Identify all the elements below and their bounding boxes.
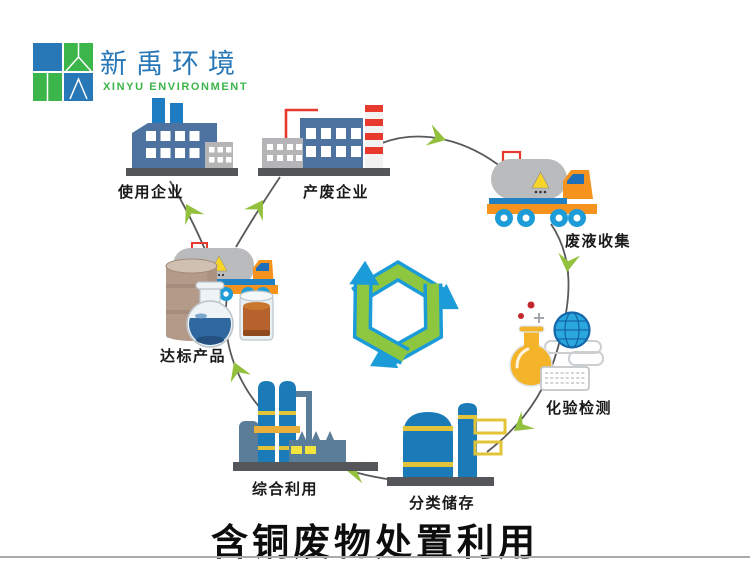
label-comprehensive-utilization: 综合利用 (252, 481, 319, 498)
label-qualified-products: 达标产品 (160, 348, 227, 365)
lab-testing-icon (509, 301, 604, 391)
company-name-en: XINYU ENVIRONMENT (103, 81, 249, 93)
waste-producer-factory-icon (258, 105, 390, 176)
label-lab-testing: 化验检测 (546, 400, 613, 417)
label-classified-storage: 分类储存 (409, 495, 476, 512)
recycle-symbol-icon (349, 259, 459, 369)
processing-plant-icon (233, 381, 378, 471)
company-name-cn: 新禹环境 (100, 49, 244, 79)
page-title: 含铜废物处置利用 (211, 522, 539, 562)
keyboard-icon (540, 366, 590, 391)
bottom-divider (0, 556, 750, 558)
qualified-products-icon (165, 242, 278, 348)
copper-jar-icon (239, 290, 274, 341)
label-use-enterprise: 使用企业 (118, 184, 185, 201)
blue-flask-icon (186, 281, 234, 348)
label-waste-producer: 产废企业 (303, 184, 370, 201)
xinyu-logo-icon (33, 43, 93, 101)
label-waste-collection: 废液收集 (565, 233, 632, 250)
storage-tanks-icon (387, 403, 507, 486)
waste-collection-truck-icon (487, 150, 597, 227)
use-enterprise-factory-icon (126, 98, 238, 176)
